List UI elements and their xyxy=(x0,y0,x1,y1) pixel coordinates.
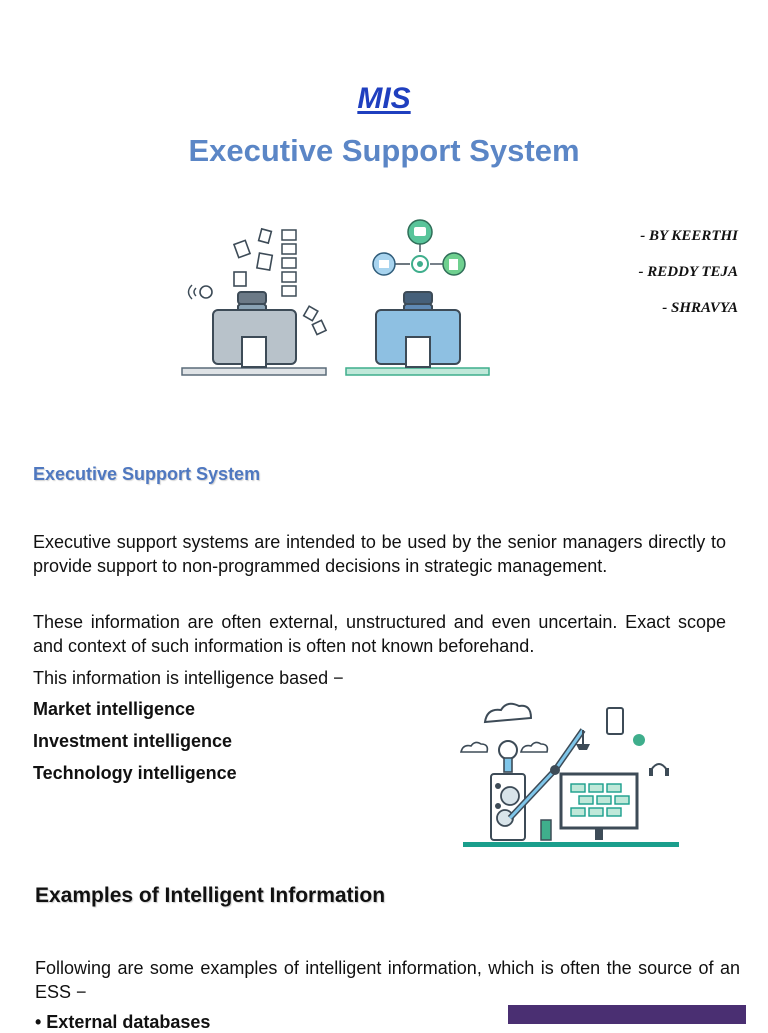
paragraph-3: This information is intelligence based − xyxy=(33,668,344,688)
paragraph-1: Executive support systems are intended t… xyxy=(33,532,726,576)
page-title: Executive Support System xyxy=(188,133,580,168)
authors-list: - BY KEERTHI - REDDY TEJA - SHRAVYA xyxy=(639,218,738,326)
author-1: - BY KEERTHI xyxy=(640,228,738,244)
examples-heading: Examples of Intelligent Information xyxy=(35,884,386,907)
examples-intro: Following are some examples of intellige… xyxy=(35,958,740,1002)
list-item: • External databases xyxy=(35,1012,211,1032)
workstation-illustration xyxy=(181,219,490,376)
accent-bar xyxy=(508,1005,746,1024)
paragraph-2: These information are often external, un… xyxy=(33,612,726,656)
title-mis: MIS xyxy=(357,82,411,115)
intelligence-item-investment: Investment intelligence xyxy=(33,731,233,751)
tech-illustration xyxy=(459,702,679,847)
intelligence-item-technology: Technology intelligence xyxy=(33,763,237,783)
intelligence-item-market: Market intelligence xyxy=(33,699,196,719)
author-3: - SHRAVYA xyxy=(662,300,738,316)
section-heading: Executive Support System xyxy=(33,464,261,484)
author-2: - REDDY TEJA xyxy=(638,264,738,280)
